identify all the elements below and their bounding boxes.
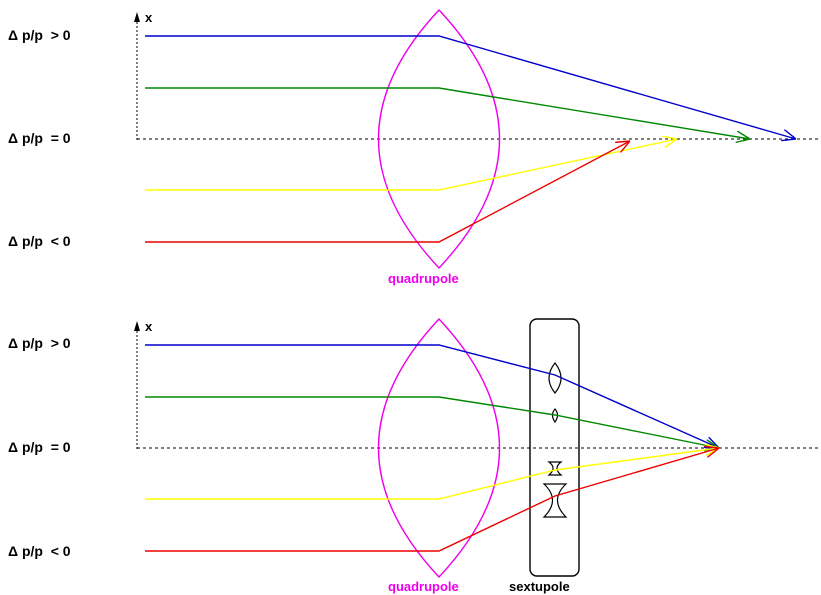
bottom-axis-label: x xyxy=(145,319,153,334)
top-ray-blue xyxy=(145,35,796,139)
bottom-ray-red xyxy=(145,448,719,552)
bottom-ray-green xyxy=(145,396,719,448)
top-ray-green xyxy=(145,87,750,139)
bottom-label-zero: Δ p/p = 0 xyxy=(8,439,71,455)
top-axis-arrowhead xyxy=(134,12,140,22)
top-panel: x Δ p/p > 0 Δ p/p = 0 Δ p/p < 0 quadrupo… xyxy=(8,8,818,286)
sextupole-convex-lens-small xyxy=(551,408,559,424)
top-quadrupole-lens xyxy=(377,8,501,270)
bottom-quadrupole-caption: quadrupole xyxy=(388,579,459,594)
bottom-label-positive: Δ p/p > 0 xyxy=(8,335,71,351)
bottom-panel: x Δ p/p > 0 Δ p/p = 0 Δ p/p < 0 quadrupo… xyxy=(8,317,818,594)
top-ray-red xyxy=(145,141,630,243)
top-label-positive: Δ p/p > 0 xyxy=(8,27,71,43)
top-quadrupole-caption: quadrupole xyxy=(388,271,459,286)
bottom-quadrupole-lens xyxy=(377,317,501,579)
sextupole-box xyxy=(529,318,580,577)
bottom-label-negative: Δ p/p < 0 xyxy=(8,543,71,559)
sextupole-caption: sextupole xyxy=(509,579,570,594)
bottom-axis-arrowhead xyxy=(134,321,140,331)
bottom-ray-blue xyxy=(145,344,719,448)
top-label-zero: Δ p/p = 0 xyxy=(8,130,71,146)
bottom-ray-yellow xyxy=(145,448,719,500)
sextupole-concave-lens-small xyxy=(547,461,563,476)
sextupole-concave-lens-large xyxy=(542,483,568,518)
top-label-negative: Δ p/p < 0 xyxy=(8,233,71,249)
sextupole-convex-lens-large xyxy=(548,362,562,394)
top-axis-label: x xyxy=(145,10,153,25)
top-ray-yellow xyxy=(145,139,677,191)
